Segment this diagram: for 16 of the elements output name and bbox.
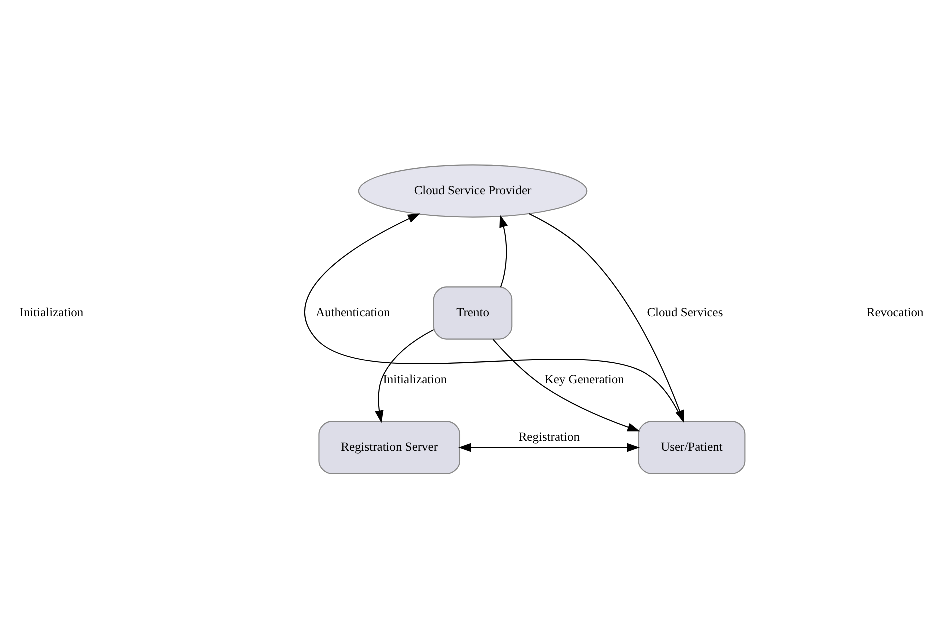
node-box: Trento: [433, 286, 513, 340]
arrow: [492, 339, 640, 432]
edge-label: Key Generation: [544, 372, 624, 387]
edge-label: Registration: [518, 430, 580, 444]
arrow: [304, 214, 684, 422]
node-box: User/Patient: [638, 421, 746, 474]
arrow: [500, 215, 508, 288]
arrow: [375, 329, 434, 424]
arrow: [458, 443, 640, 452]
edge-label: Cloud Services: [647, 305, 724, 320]
node-box: Registration Server: [318, 421, 460, 474]
edge-label: Authentication: [316, 305, 390, 320]
node-ellipse: Cloud Service Provider: [358, 164, 588, 218]
edge-label: Initialization: [383, 372, 448, 387]
label: Revocation: [866, 305, 924, 320]
label: Initialization: [20, 305, 84, 320]
